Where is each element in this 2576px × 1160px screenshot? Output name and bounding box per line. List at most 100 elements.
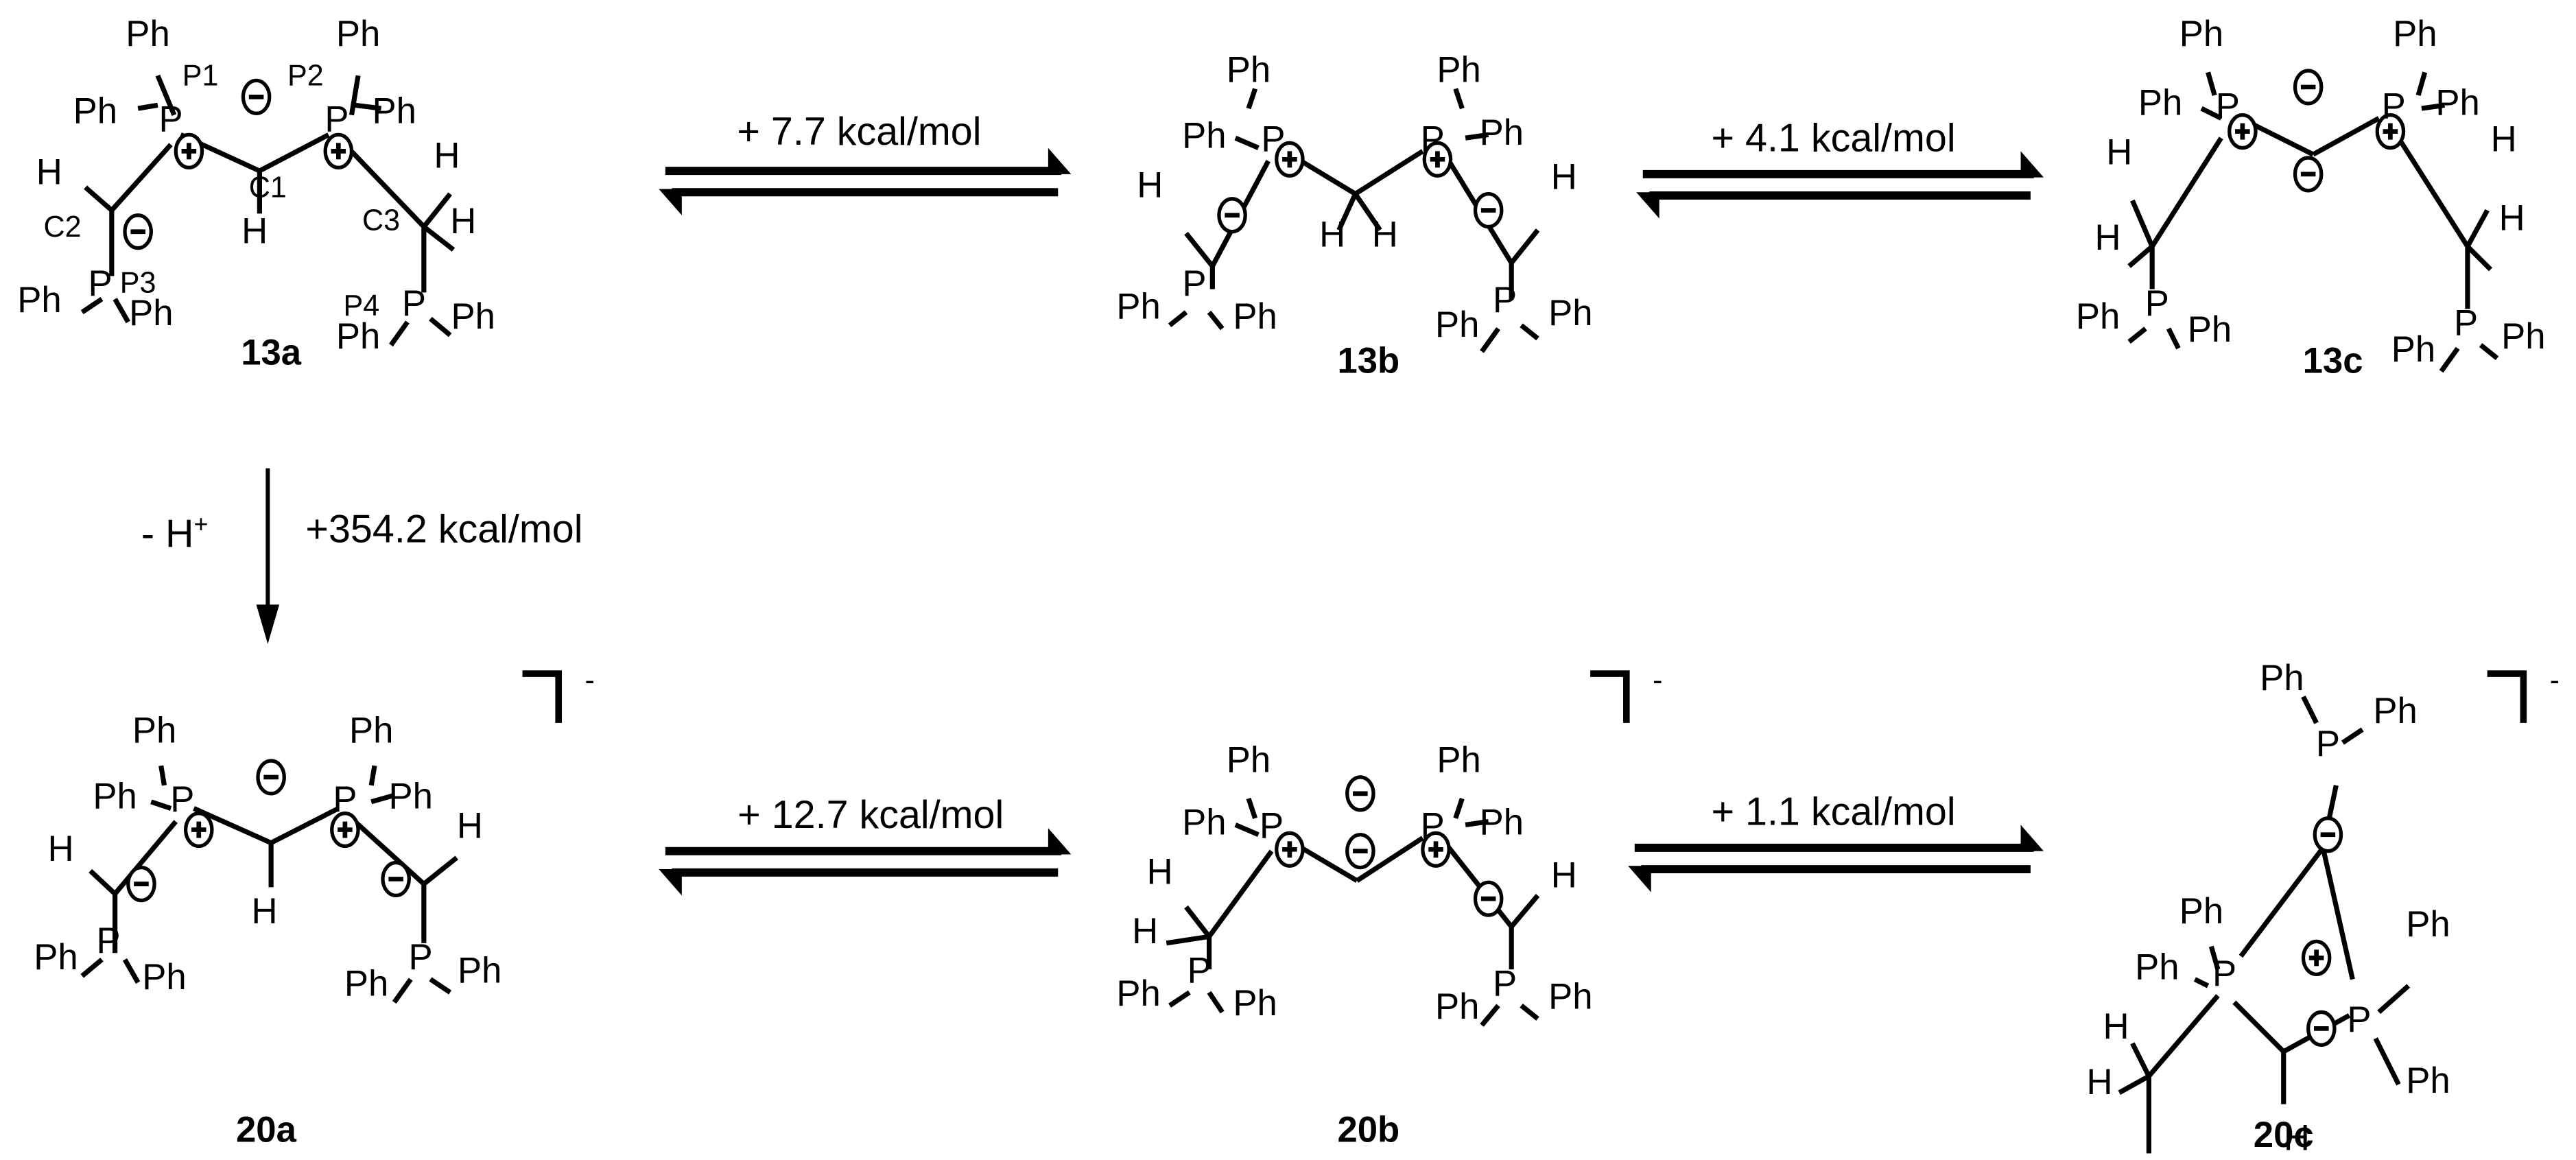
negative-charge-icon xyxy=(2293,156,2324,193)
atom-label: Ph xyxy=(2179,891,2223,932)
bond xyxy=(84,185,114,213)
equilibrium-arrow-icon xyxy=(1628,825,2044,892)
atom-label: H xyxy=(2284,1118,2310,1159)
positive-charge-icon xyxy=(1275,141,1305,178)
atom-label: Ph xyxy=(2188,309,2232,350)
bond xyxy=(150,799,172,811)
compound-label-13b: 13b xyxy=(1337,341,1399,381)
atom-label: Ph xyxy=(132,711,176,751)
atom-label: P xyxy=(1187,950,1212,991)
atom-label: P xyxy=(1493,280,1517,320)
atom-label: H xyxy=(36,152,62,192)
bond xyxy=(1234,822,1260,838)
equilibrium-arrows xyxy=(659,147,2044,896)
atom-label: P4 xyxy=(343,289,379,322)
bond xyxy=(113,820,178,896)
atom-label: P xyxy=(2454,303,2478,344)
atom-label: H xyxy=(1551,855,1577,895)
atom-label: H xyxy=(2094,217,2120,258)
bond xyxy=(2200,106,2223,121)
atom-label: P xyxy=(402,283,426,324)
negative-charge-icon xyxy=(2313,816,2343,853)
atom-label: H xyxy=(450,201,476,241)
bond xyxy=(2238,846,2326,958)
negative-charge-icon xyxy=(2293,69,2324,106)
bond xyxy=(422,224,456,252)
atom-label: C3 xyxy=(362,204,400,237)
atom-label: H xyxy=(2106,132,2132,173)
bond xyxy=(2166,327,2181,350)
bond xyxy=(1166,934,1210,946)
atom-label: Ph xyxy=(34,937,78,978)
bond xyxy=(80,296,104,315)
atom-label: P xyxy=(408,937,432,978)
atom-label: P xyxy=(324,99,348,140)
bond xyxy=(2150,137,2223,248)
bond xyxy=(348,75,361,116)
atom-label: P1 xyxy=(182,60,219,93)
atom-label: Ph xyxy=(126,14,169,54)
compound-label-20b: 20b xyxy=(1337,1110,1399,1150)
bond xyxy=(1509,894,1540,929)
atom-label: P xyxy=(2347,999,2371,1040)
bond xyxy=(1336,193,1358,231)
energy-label-13b-13c: + 4.1 kcal/mol xyxy=(1712,116,1956,160)
atom-label: Ph xyxy=(1116,287,1160,327)
atom-label: Ph xyxy=(1227,50,1271,91)
atom-label: H xyxy=(1137,165,1163,205)
atom-label: Ph xyxy=(1233,983,1277,1023)
bond xyxy=(1207,849,1274,938)
negative-charge-icon xyxy=(1345,775,1375,812)
bond xyxy=(2193,977,2210,989)
atom-label: H xyxy=(48,829,74,869)
negative-charge-icon xyxy=(2306,1010,2337,1047)
atom-label: C1 xyxy=(249,171,287,204)
positive-charge-icon xyxy=(1422,141,1453,178)
atom-label: Ph xyxy=(73,91,117,132)
atom-label: Ph xyxy=(2179,14,2223,54)
bond xyxy=(1246,797,1258,819)
atom-label: P xyxy=(88,263,113,304)
bond xyxy=(2206,71,2217,96)
positive-charge-icon xyxy=(2301,939,2332,976)
bond xyxy=(353,819,426,886)
bond xyxy=(1184,905,1212,938)
bond xyxy=(1353,192,1382,232)
bond xyxy=(2127,327,2147,344)
bond xyxy=(2118,1074,2151,1095)
bond xyxy=(370,792,395,805)
bond xyxy=(2232,1000,2286,1054)
bond xyxy=(113,298,130,324)
atom-label: Ph xyxy=(2406,1061,2450,1101)
atom-label: H xyxy=(241,211,268,251)
atom-label: P xyxy=(1421,119,1445,159)
bond xyxy=(1509,228,1540,265)
compound-label-13a: 13a xyxy=(241,333,302,373)
atom-label: P xyxy=(1493,963,1517,1004)
positive-charge-icon xyxy=(174,132,204,169)
compound-label-13c: 13c xyxy=(2303,341,2363,381)
anion-charge-label: - xyxy=(1653,664,1662,697)
bond xyxy=(2320,847,2355,980)
negative-charge-icon xyxy=(1345,833,1375,870)
negative-charge-icon xyxy=(123,213,153,250)
bond xyxy=(2312,116,2380,157)
atom-label: H xyxy=(1319,214,1345,255)
atom-label: Ph xyxy=(1182,803,1226,843)
bond xyxy=(2130,199,2155,248)
bond xyxy=(2341,727,2364,745)
atom-label: H xyxy=(2491,119,2517,159)
atom-label: P xyxy=(96,921,120,961)
deprotonation-reagent: - H+ xyxy=(141,510,209,556)
equilibrium-arrow-icon xyxy=(659,828,1072,896)
anion-brackets: --- xyxy=(522,664,2560,723)
atom-label: Ph xyxy=(2435,83,2479,123)
atom-label: Ph xyxy=(2135,947,2179,988)
bond xyxy=(429,316,452,338)
bond xyxy=(1356,836,1424,883)
atom-label: Ph xyxy=(336,14,380,54)
negative-charge-icon xyxy=(126,866,156,903)
bond xyxy=(392,978,413,1004)
bond xyxy=(1453,797,1465,819)
